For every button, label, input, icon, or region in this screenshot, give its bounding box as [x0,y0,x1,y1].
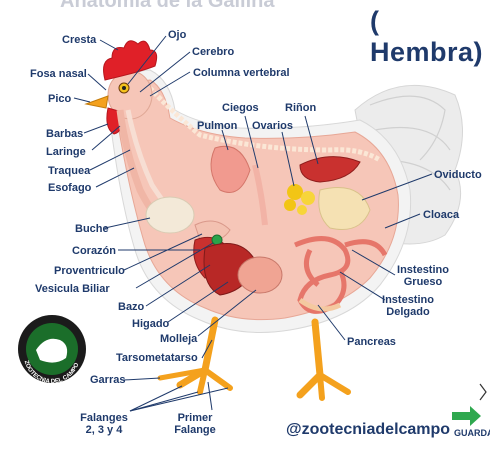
label-proventriculo: Proventriculo [54,265,125,277]
share-arrow-icon [452,384,486,426]
label-fosa-nasal: Fosa nasal [30,68,87,80]
label-buche: Buche [75,223,109,235]
label-ojo: Ojo [168,29,186,41]
label-intestino-delgado-line2: Delgado [380,306,436,318]
label-falanges-line1: Falanges [76,412,132,424]
label-pico: Pico [48,93,71,105]
social-handle: @zootecniadelcampo [286,421,450,439]
crop [146,197,194,233]
label-oviducto: Oviducto [434,169,482,181]
page-title-partial: Anatomía de la Gallina [60,0,275,13]
label-columna-vertebral: Columna vertebral [193,67,290,79]
label-falanges-line2: 2, 3 y 4 [76,424,132,436]
label-vesicula-biliar: Vesicula Biliar [35,283,110,295]
label-bazo: Bazo [118,301,144,313]
label-intestino-grueso-line1: Instestino [395,264,451,276]
brand-text: GUARDAL [454,428,490,438]
label-laringe: Laringe [46,146,86,158]
label-intestino-delgado-line1: Instestino [380,294,436,306]
label-primer-falange-line1: Primer [170,412,220,424]
label-garras: Garras [90,374,125,386]
label-ciegos: Ciegos [222,102,259,114]
label-cloaca: Cloaca [423,209,459,221]
label-tarsometatarso: Tarsometatarso [116,352,198,364]
label-barbas: Barbas [46,128,83,140]
label-intestino-grueso-line2: Grueso [395,276,451,288]
label-corazon: Corazón [72,245,116,257]
label-intestino-grueso: Instestino Grueso [395,264,451,288]
label-ovarios: Ovarios [252,120,293,132]
label-primer-falange: Primer Falange [170,412,220,436]
label-higado: Higado [132,318,169,330]
label-rinon: Riñon [285,102,316,114]
logo: ZOOTECNIA DEL CAMPO [18,315,86,385]
label-traquea: Traquea [48,165,90,177]
label-pulmon: Pulmon [197,120,237,132]
label-falanges: Falanges 2, 3 y 4 [76,412,132,436]
label-molleja: Molleja [160,333,197,345]
gizzard [238,257,282,293]
label-primer-falange-line2: Falange [170,424,220,436]
label-cerebro: Cerebro [192,46,234,58]
page-subtitle: ( Hembra) [370,6,490,68]
label-intestino-delgado: Instestino Delgado [380,294,436,318]
label-esofago: Esofago [48,182,91,194]
label-cresta: Cresta [62,34,96,46]
label-pancreas: Pancreas [347,336,396,348]
